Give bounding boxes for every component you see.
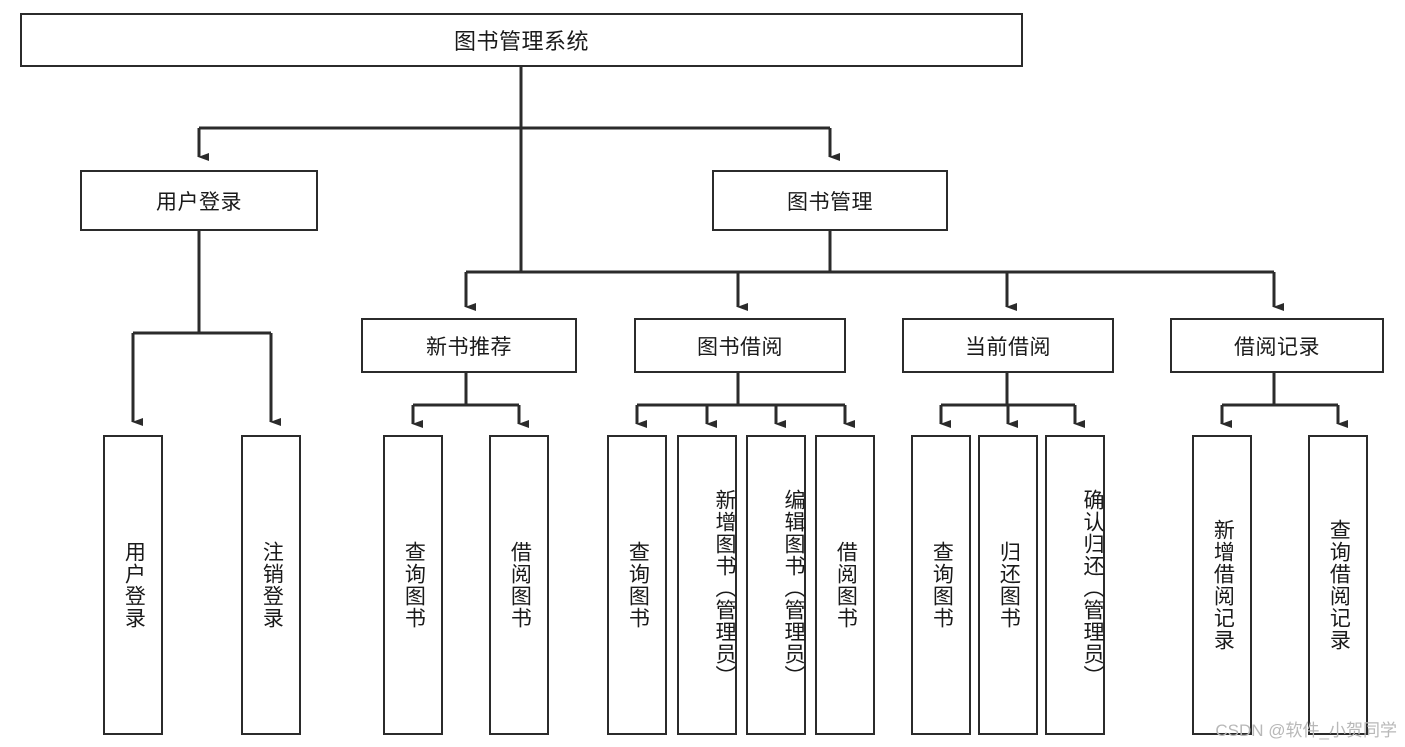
- node-label: 注销登录: [260, 541, 284, 629]
- node-current-borrow[interactable]: 当前借阅: [902, 318, 1114, 373]
- leaf-query-book-new-book[interactable]: 查询图书: [383, 435, 443, 735]
- node-book-manage[interactable]: 图书管理: [712, 170, 948, 231]
- node-label: 新增借阅记录: [1211, 519, 1235, 651]
- leaf-borrow-book[interactable]: 借阅图书: [815, 435, 875, 735]
- node-new-book-recommend[interactable]: 新书推荐: [361, 318, 577, 373]
- leaf-logout-login[interactable]: 注销登录: [241, 435, 301, 735]
- node-root-book-management-system[interactable]: 图书管理系统: [20, 13, 1023, 67]
- leaf-confirm-return-admin[interactable]: 确认归还（管理员）: [1045, 435, 1105, 735]
- node-label: 借阅图书: [508, 541, 532, 629]
- node-label: 借阅记录: [1234, 335, 1320, 359]
- leaf-user-login[interactable]: 用户登录: [103, 435, 163, 735]
- node-label: 用户登录: [156, 190, 242, 214]
- node-label: 查询图书: [402, 541, 426, 629]
- node-label: 用户登录: [122, 541, 146, 629]
- leaf-add-book-admin[interactable]: 新增图书（管理员）: [677, 435, 737, 735]
- leaf-query-book-borrow[interactable]: 查询图书: [607, 435, 667, 735]
- node-label: 图书管理系统: [453, 29, 589, 54]
- watermark-csdn: CSDN @软件_小贺同学: [1215, 721, 1397, 740]
- node-label: 借阅图书: [834, 541, 858, 629]
- node-label: 归还图书: [997, 541, 1021, 629]
- node-label: 当前借阅: [965, 335, 1051, 359]
- node-user-login[interactable]: 用户登录: [80, 170, 318, 231]
- node-label: 查询图书: [930, 541, 954, 629]
- node-book-borrow[interactable]: 图书借阅: [634, 318, 846, 373]
- leaf-add-borrow-record[interactable]: 新增借阅记录: [1192, 435, 1252, 735]
- node-label: 图书借阅: [697, 335, 783, 359]
- leaf-borrow-book-new-book[interactable]: 借阅图书: [489, 435, 549, 735]
- leaf-edit-book-admin[interactable]: 编辑图书（管理员）: [746, 435, 806, 735]
- node-borrow-record[interactable]: 借阅记录: [1170, 318, 1384, 373]
- node-label: 查询借阅记录: [1327, 519, 1351, 651]
- node-label: 图书管理: [787, 190, 873, 214]
- leaf-return-book[interactable]: 归还图书: [978, 435, 1038, 735]
- leaf-query-borrow-record[interactable]: 查询借阅记录: [1308, 435, 1368, 735]
- leaf-query-book-current[interactable]: 查询图书: [911, 435, 971, 735]
- node-label: 新增图书（管理员）: [713, 489, 736, 687]
- node-label: 确认归还（管理员）: [1081, 489, 1104, 687]
- node-label: 查询图书: [626, 541, 650, 629]
- node-label: 编辑图书（管理员）: [782, 489, 805, 687]
- node-label: 新书推荐: [426, 335, 512, 359]
